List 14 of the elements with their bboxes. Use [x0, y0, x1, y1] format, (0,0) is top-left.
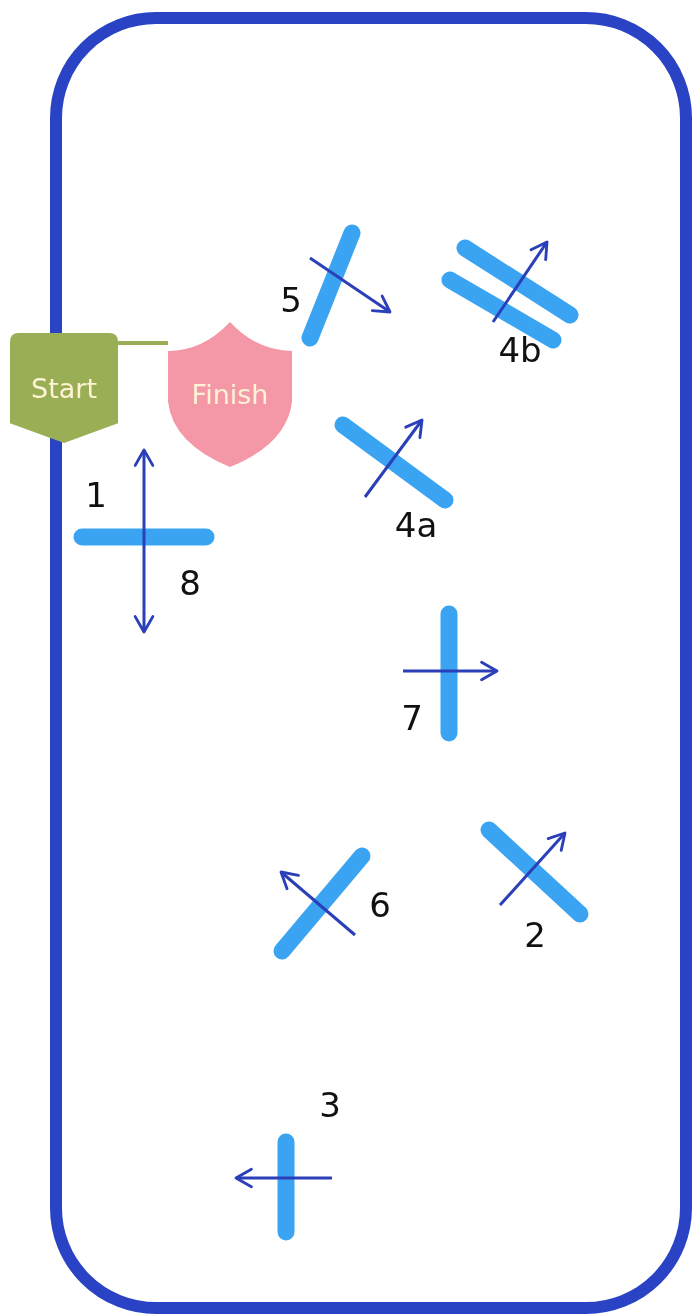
jump-number: 4b: [498, 333, 542, 367]
jump-number: 4a: [394, 508, 438, 542]
connector-line: [118, 341, 168, 345]
node-label: Finish: [191, 379, 269, 410]
jump-number: 2: [524, 918, 546, 952]
jump-number: 7: [401, 701, 423, 735]
jump-number: 5: [280, 283, 302, 317]
node-label: Start: [31, 372, 97, 404]
jump-number: 6: [369, 888, 391, 922]
start-marker: [10, 333, 118, 443]
jump-number: 3: [319, 1088, 341, 1122]
finish-marker: [168, 322, 292, 467]
jump-number: 8: [179, 566, 201, 600]
jump-number: 1: [85, 478, 107, 512]
